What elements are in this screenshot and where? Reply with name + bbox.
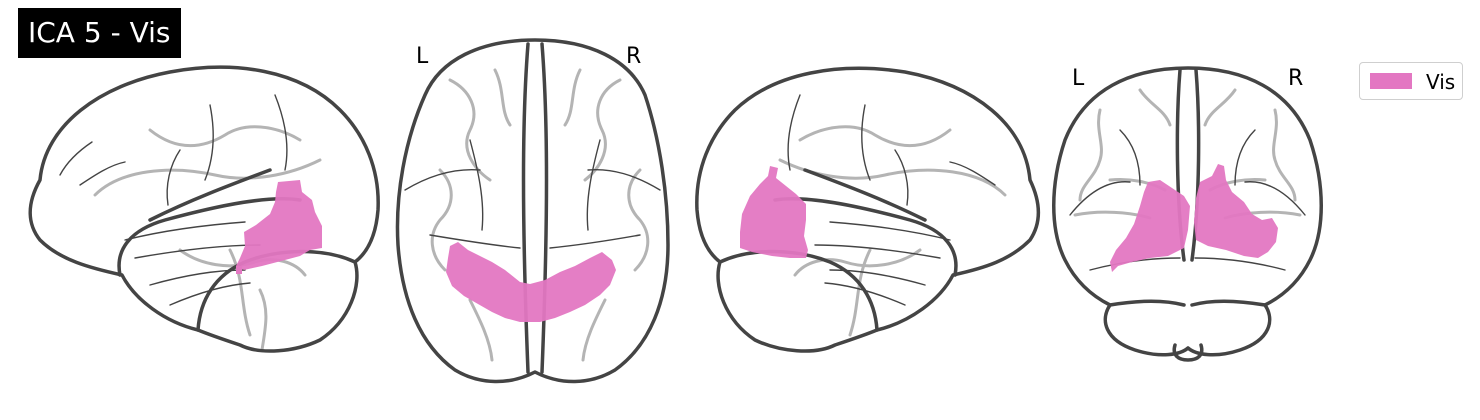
axial-view <box>395 38 670 384</box>
legend-swatch <box>1370 73 1412 89</box>
sagittal-right-view <box>695 66 1040 353</box>
legend: Vis <box>1359 62 1463 100</box>
coronal-left-label: L <box>1072 66 1085 91</box>
axial-right-label: R <box>626 44 642 69</box>
legend-label: Vis <box>1426 70 1456 94</box>
coronal-view <box>1052 66 1323 362</box>
sagittal-left-view <box>28 65 380 353</box>
axial-left-label: L <box>416 44 429 69</box>
coronal-right-label: R <box>1288 66 1304 91</box>
figure-title: ICA 5 - Vis <box>18 8 181 58</box>
